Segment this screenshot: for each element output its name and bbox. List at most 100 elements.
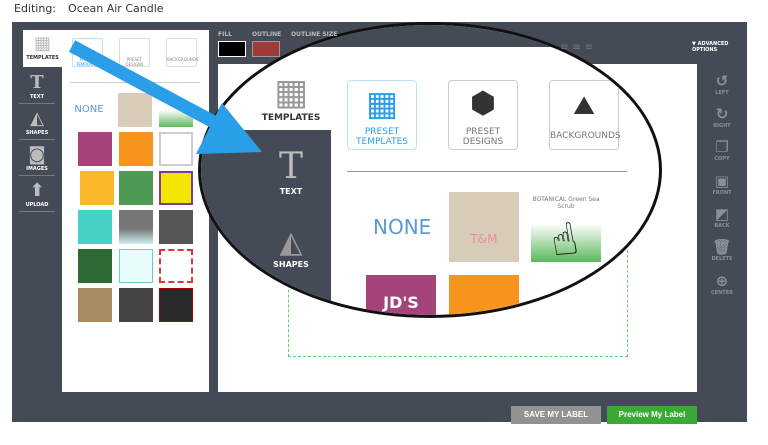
magnified-templates-tab: ▦TEMPLATES <box>261 72 321 124</box>
category-label: PRESET TEMPLATES <box>75 57 100 67</box>
tool-label: DELETE <box>711 256 733 262</box>
magnified-preset-templates: ▦ PRESET TEMPLATES <box>347 80 417 150</box>
template-thumb[interactable] <box>159 93 193 127</box>
tool-label: SHAPES <box>273 260 309 269</box>
rotate-right-icon: ↻ <box>715 105 729 123</box>
category-label: BACKGROUNDS <box>167 57 199 62</box>
templates-panel: PRESET TEMPLATES PRESET DESIGNS BACKGROU… <box>62 30 209 392</box>
template-thumb[interactable] <box>78 132 112 166</box>
tool-label: IMAGES <box>26 166 48 172</box>
outline-size-label: OUTLINE SIZE <box>291 31 338 38</box>
tool-upload[interactable]: ⬆UPLOAD <box>12 180 62 212</box>
thumb-text: T&M <box>470 232 498 246</box>
template-thumb[interactable] <box>119 132 153 166</box>
delete-button[interactable]: 🗑DELETE <box>700 238 744 262</box>
category-label: BACKGROUNDS <box>550 131 621 141</box>
crosshair-icon: ⊕ <box>715 272 729 290</box>
tool-templates[interactable]: ▦TEMPLATES <box>23 30 62 67</box>
text-icon: T <box>278 146 303 187</box>
bring-front-icon: ▣ <box>714 172 730 190</box>
upload-arrow-icon: ⬆ <box>29 180 45 201</box>
template-thumb[interactable] <box>159 288 193 322</box>
fill-color-picker[interactable] <box>218 41 246 57</box>
send-back-icon: ◩ <box>714 205 730 223</box>
tool-label: FRONT <box>712 190 732 196</box>
tool-images[interactable]: ◙IMAGES <box>12 144 62 176</box>
badge-icon: ⬢ <box>469 86 497 121</box>
magnified-thumb-orange <box>449 275 519 315</box>
template-thumb[interactable] <box>159 249 193 283</box>
tool-label: UPLOAD <box>25 202 49 208</box>
fill-label: FILL <box>218 31 232 38</box>
category-label: PRESET DESIGNS <box>462 127 504 147</box>
category-preset-templates[interactable]: PRESET TEMPLATES <box>72 38 103 67</box>
template-thumb[interactable] <box>78 249 112 283</box>
mountain-icon: ⛰ <box>573 91 595 121</box>
tool-label: BACK <box>714 223 730 229</box>
copy-button[interactable]: ❐COPY <box>700 138 744 162</box>
template-thumb[interactable] <box>119 288 153 322</box>
template-thumb[interactable] <box>119 171 153 205</box>
center-button[interactable]: ⊕CENTER <box>700 272 744 296</box>
template-thumb[interactable] <box>118 93 152 127</box>
camera-icon: ◙ <box>28 144 46 165</box>
magnified-backgrounds: ⛰ BACKGROUNDS <box>549 80 621 150</box>
tab-label: TEMPLATES <box>261 113 321 123</box>
copy-icon: ❐ <box>715 138 729 156</box>
tool-label: TEXT <box>29 94 45 100</box>
outline-label: OUTLINE <box>252 31 282 38</box>
bring-front-button[interactable]: ▣FRONT <box>700 172 744 196</box>
category-label: PRESET TEMPLATES <box>356 127 408 147</box>
save-label-button[interactable]: SAVE MY LABEL <box>511 406 601 424</box>
tool-label: LEFT <box>715 90 729 96</box>
template-thumb[interactable] <box>159 171 193 205</box>
thumb-text: JD'S <box>383 293 419 312</box>
text-icon: T <box>30 72 44 93</box>
magnified-sidebar <box>201 130 331 315</box>
advanced-options-toggle[interactable]: ▼ ADVANCED OPTIONS <box>692 41 729 53</box>
outline-color-picker[interactable] <box>252 41 280 57</box>
tool-label: TEMPLATES <box>26 55 59 61</box>
template-thumb[interactable] <box>78 210 112 244</box>
template-thumb[interactable] <box>159 210 193 244</box>
magnified-thumb-botanical: BOTANICAL Green Sea Scrub <box>531 192 601 262</box>
template-thumb[interactable] <box>119 249 153 283</box>
grid-icon: ▦ <box>273 72 308 113</box>
category-backgrounds[interactable]: BACKGROUNDS <box>166 38 199 67</box>
tool-label: SHAPES <box>25 130 49 136</box>
magnified-shapes-tool: ◭SHAPES <box>261 225 321 269</box>
grid-icon: ▦ <box>33 33 51 54</box>
grid-icon: ▦ <box>365 84 399 124</box>
label-title: Ocean Air Candle <box>68 2 164 15</box>
shapes-icon: ◭ <box>279 225 303 260</box>
rotate-left-icon: ↺ <box>715 72 729 90</box>
tool-shapes[interactable]: ◭SHAPES <box>12 108 62 140</box>
editing-label: Editing: <box>14 2 57 15</box>
tool-label: TEXT <box>279 187 303 196</box>
align-icons[interactable]: ≡≡≡ <box>560 42 598 53</box>
divider <box>70 82 200 83</box>
preview-label-button[interactable]: Preview My Label <box>607 406 697 424</box>
send-back-button[interactable]: ◩BACK <box>700 205 744 229</box>
template-thumb[interactable] <box>119 210 153 244</box>
template-none[interactable]: NONE <box>74 104 104 115</box>
divider <box>347 171 627 172</box>
rotate-right-button[interactable]: ↻RIGHT <box>700 105 744 129</box>
rotate-left-button[interactable]: ↺LEFT <box>700 72 744 96</box>
magnified-none: NONE <box>373 215 432 239</box>
editing-header: Editing: Ocean Air Candle <box>14 2 164 15</box>
trash-icon: 🗑 <box>712 238 732 256</box>
tool-label: RIGHT <box>713 123 731 129</box>
category-preset-designs[interactable]: PRESET DESIGNS <box>119 38 150 67</box>
template-thumb[interactable] <box>159 132 193 166</box>
template-thumb[interactable] <box>78 288 112 322</box>
tool-label: COPY <box>714 156 730 162</box>
category-label: PRESET DESIGNS <box>125 57 144 67</box>
magnified-preset-designs: ⬢ PRESET DESIGNS <box>448 80 518 150</box>
magnified-thumb-tm: T&M <box>449 192 519 262</box>
template-thumb[interactable] <box>80 171 114 205</box>
thumb-text: BOTANICAL Green Sea Scrub <box>532 196 600 210</box>
